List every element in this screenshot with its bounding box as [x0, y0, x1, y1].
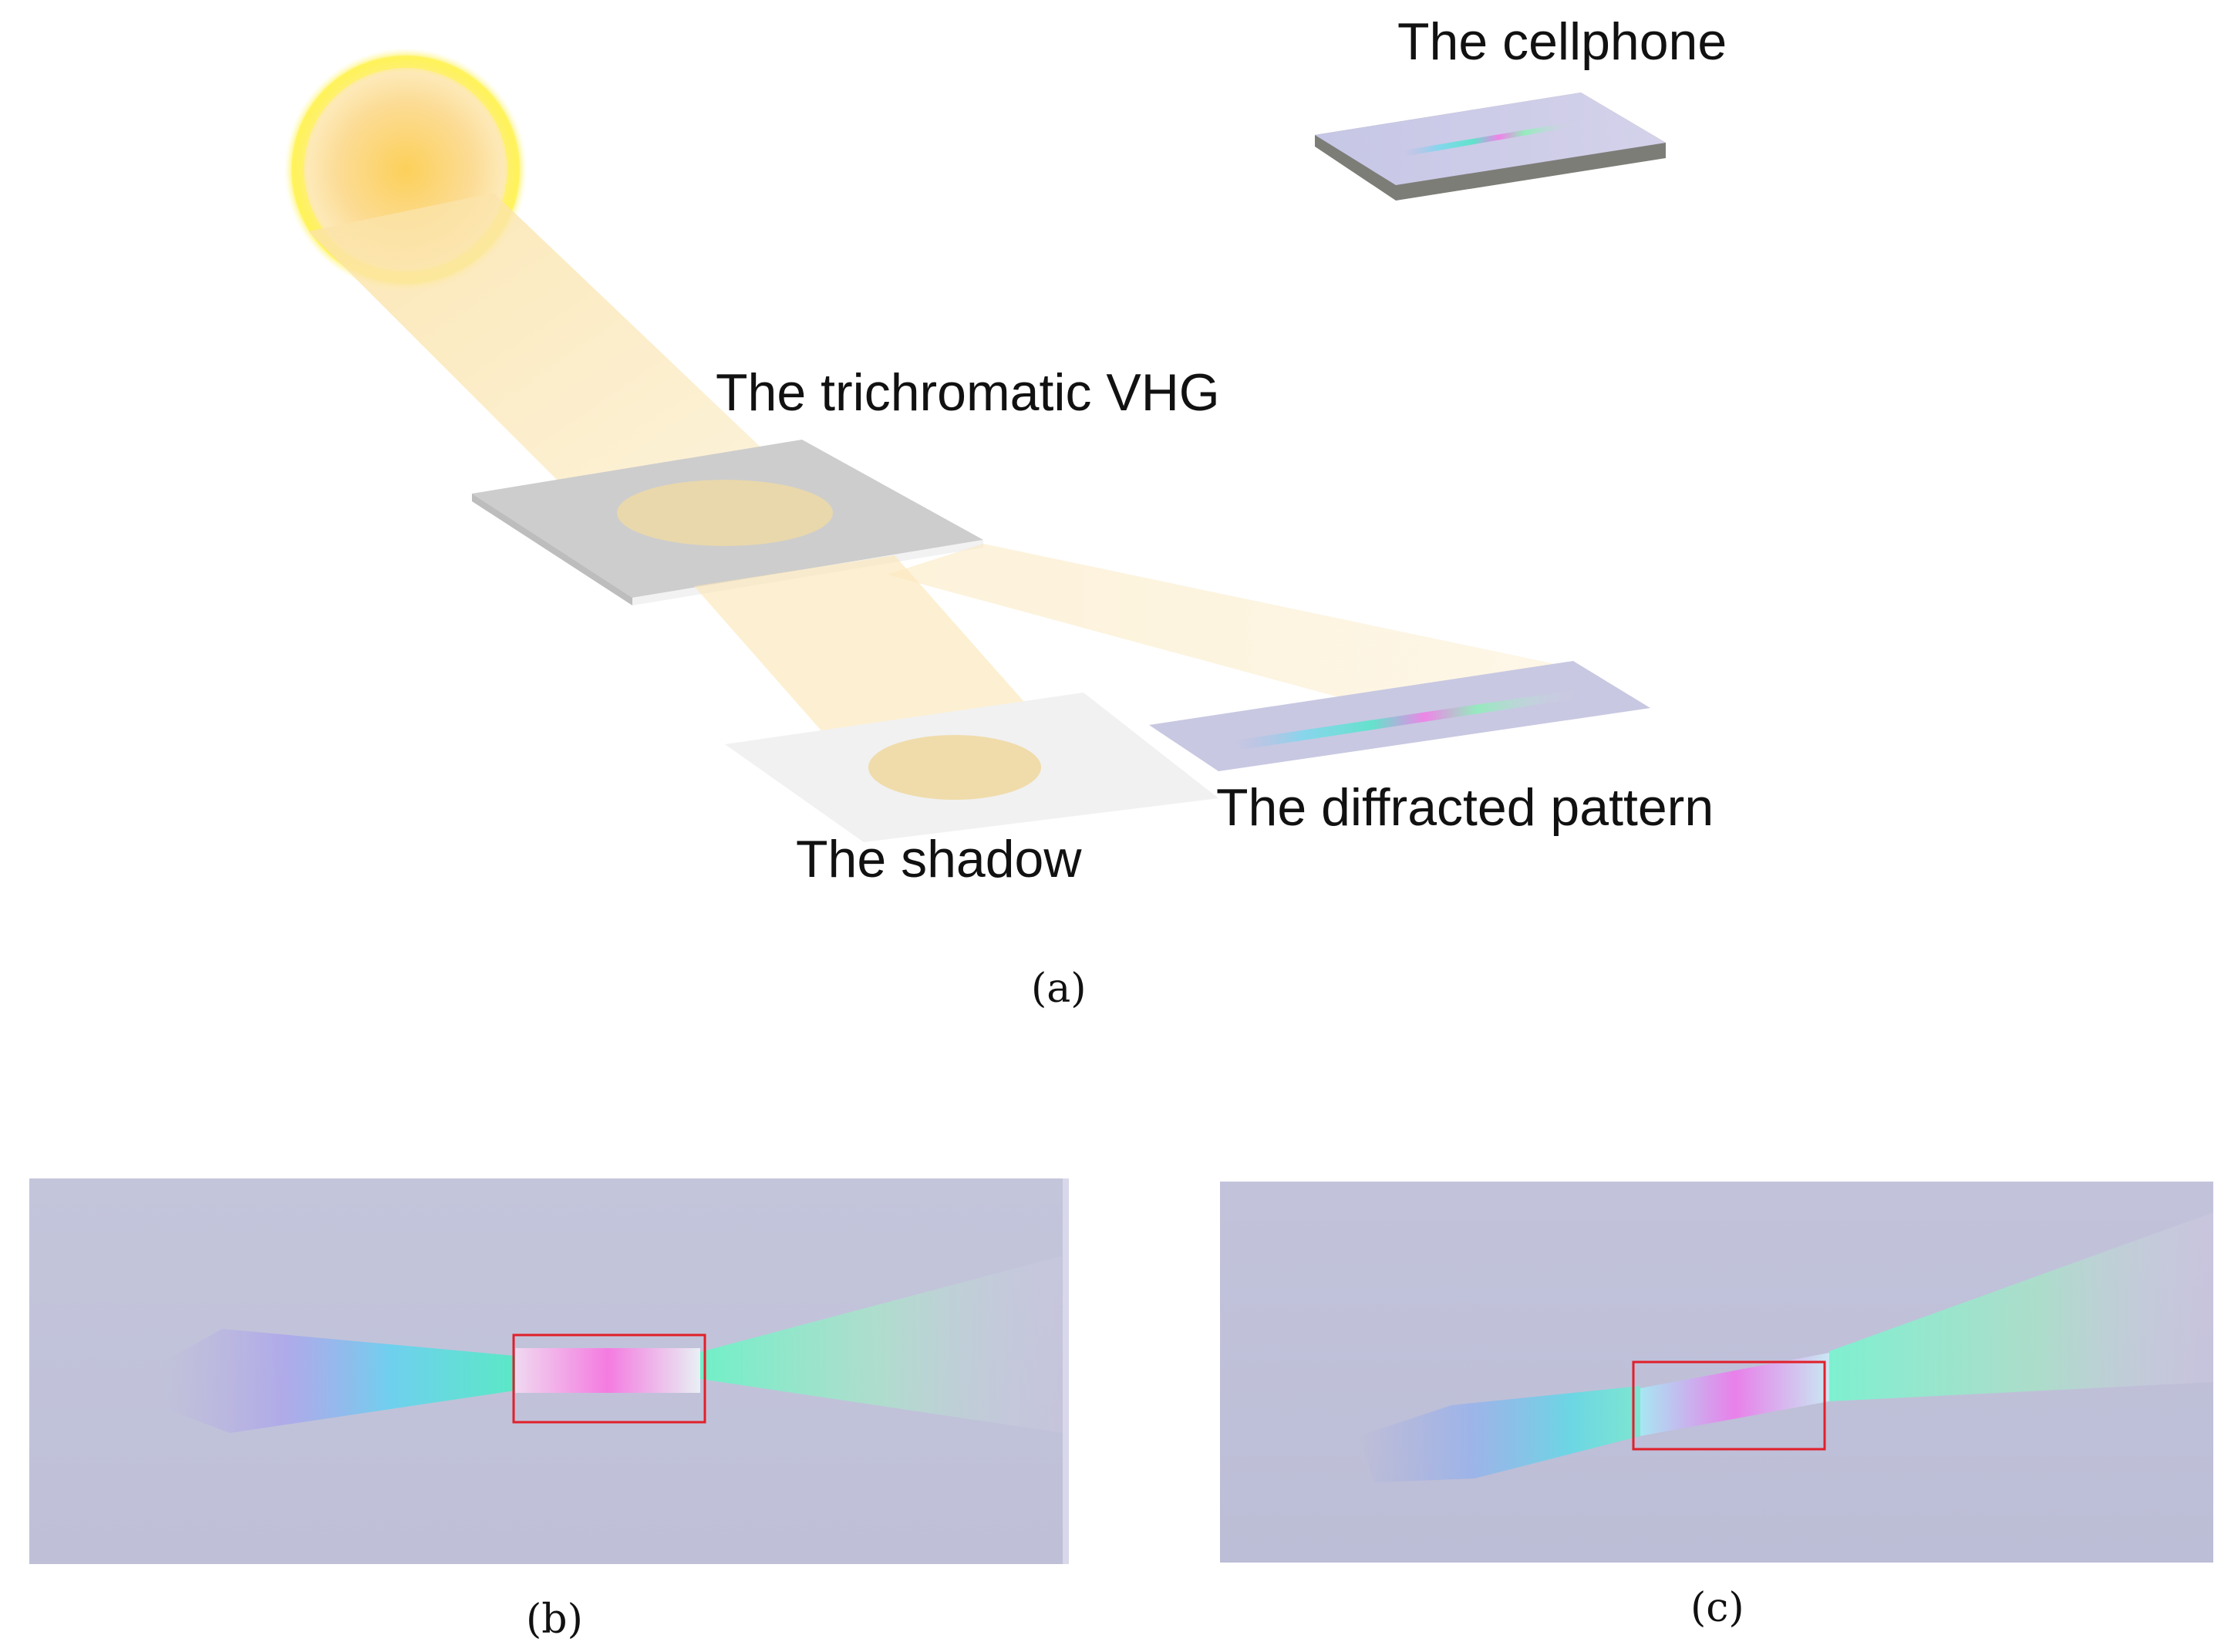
- panel-c-image: [1220, 1182, 2213, 1563]
- vhg-spot: [617, 480, 833, 546]
- diffraction-rainbow: [1234, 690, 1581, 750]
- label-diffracted-pattern: The diffracted pattern: [1216, 778, 1714, 837]
- panel-c-right-fan: [1829, 1212, 2213, 1401]
- panel-c-left-fan: [1359, 1386, 1640, 1482]
- caption-b: (b): [526, 1596, 583, 1643]
- label-vhg: The trichromatic VHG: [716, 363, 1220, 422]
- diffracted-beam: [887, 544, 1589, 698]
- label-cellphone: The cellphone: [1397, 12, 1727, 71]
- panel-c-photo: [1220, 1182, 2213, 1563]
- panel-b-center-spot: [515, 1348, 700, 1393]
- panel-b-highlight-box: [512, 1333, 706, 1424]
- caption-a: (a): [1031, 966, 1087, 1012]
- panel-b-left-fan: [160, 1329, 515, 1433]
- panel-b-image: [29, 1178, 1069, 1564]
- incident-beam: [308, 193, 817, 540]
- cellphone-rainbow: [1404, 122, 1577, 156]
- label-shadow: The shadow: [796, 830, 1082, 888]
- panel-c-center-spot: [1640, 1353, 1829, 1436]
- panel-c-highlight-box: [1632, 1360, 1826, 1451]
- shadow-spot: [868, 735, 1041, 800]
- vhg-plate-edge: [472, 494, 632, 605]
- panel-b-photo: [29, 1178, 1069, 1564]
- panel-b-right-fan: [700, 1256, 1063, 1433]
- caption-c: (c): [1690, 1585, 1744, 1631]
